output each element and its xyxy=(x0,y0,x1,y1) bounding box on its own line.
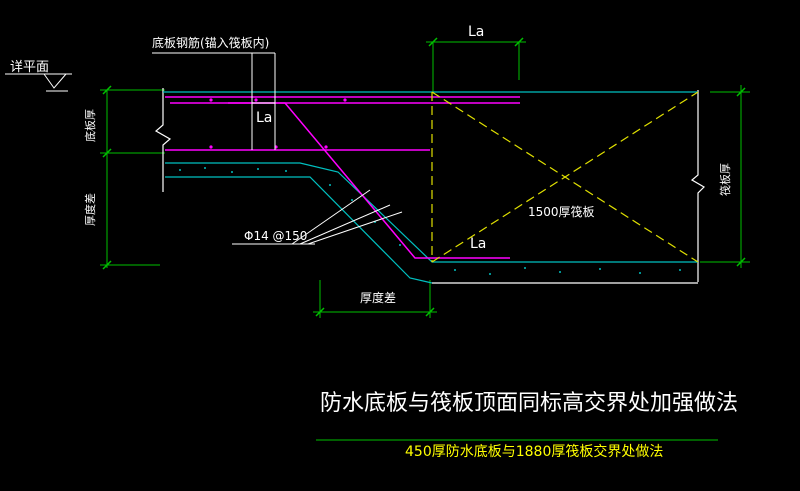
concrete-layers xyxy=(163,91,698,284)
bottom-rebar-label: 底板钢筋(锚入筏板内) xyxy=(152,35,269,50)
dimension-ticks xyxy=(102,37,746,317)
la-top-label: La xyxy=(468,24,484,40)
rebar-dots xyxy=(209,98,347,149)
anchor-bracket xyxy=(152,52,276,150)
level-symbol xyxy=(5,73,72,92)
thickness-diff-left-label: 厚度差 xyxy=(83,193,97,226)
thickness-diff-bottom-label: 厚度差 xyxy=(360,290,396,305)
la-bottom-label: La xyxy=(470,236,486,252)
raft-cross-lines xyxy=(431,91,699,263)
slab-outline xyxy=(154,88,705,284)
raft-1500-label: 1500厚筏板 xyxy=(528,205,595,219)
dimension-lines xyxy=(100,41,750,441)
la-left-label: La xyxy=(256,110,272,126)
rebar-spec-label: Φ14 @150 xyxy=(244,229,307,243)
leader-lines xyxy=(232,189,403,245)
concrete-hatch xyxy=(179,167,681,275)
raft-thickness-label: 筏板厚 xyxy=(718,163,732,196)
drawing-subtitle: 450厚防水底板与1880厚筏板交界处做法 xyxy=(405,443,663,460)
bottom-slab-thickness-label: 底板厚 xyxy=(83,109,97,142)
detail-plane-label: 详平面 xyxy=(10,60,49,75)
drawing-title: 防水底板与筏板顶面同标高交界处加强做法 xyxy=(320,391,738,416)
